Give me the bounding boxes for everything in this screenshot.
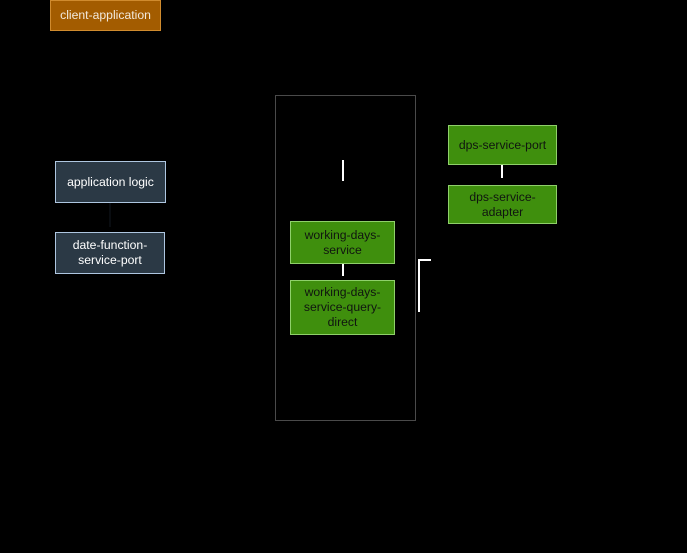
node-dps-service-port[interactable]: dps-service-port — [448, 125, 557, 165]
node-working-days-service[interactable]: working-days-service — [290, 221, 395, 264]
node-working-days-service-query-direct[interactable]: working-days-service-query-direct — [290, 280, 395, 335]
node-application-logic[interactable]: application logic — [55, 161, 166, 203]
node-working-days-service-label: working-days-service — [304, 227, 381, 257]
node-dps-service-adapter-label: dps-service-adapter — [469, 189, 536, 219]
node-date-function-service-port[interactable]: date-function-service-port — [55, 232, 165, 274]
node-date-function-service-port-label: date-function-service-port — [72, 238, 148, 267]
node-working-days-service-query-direct-label: working-days-service-query-direct — [303, 285, 382, 329]
node-client-application[interactable]: client-application — [50, 0, 161, 31]
node-dps-service-adapter[interactable]: dps-service-adapter — [448, 185, 557, 224]
service-container-group — [275, 95, 416, 421]
node-application-logic-label: application logic — [67, 174, 154, 189]
node-dps-service-port-label: dps-service-port — [458, 137, 547, 152]
node-client-application-label: client-application — [60, 8, 151, 22]
